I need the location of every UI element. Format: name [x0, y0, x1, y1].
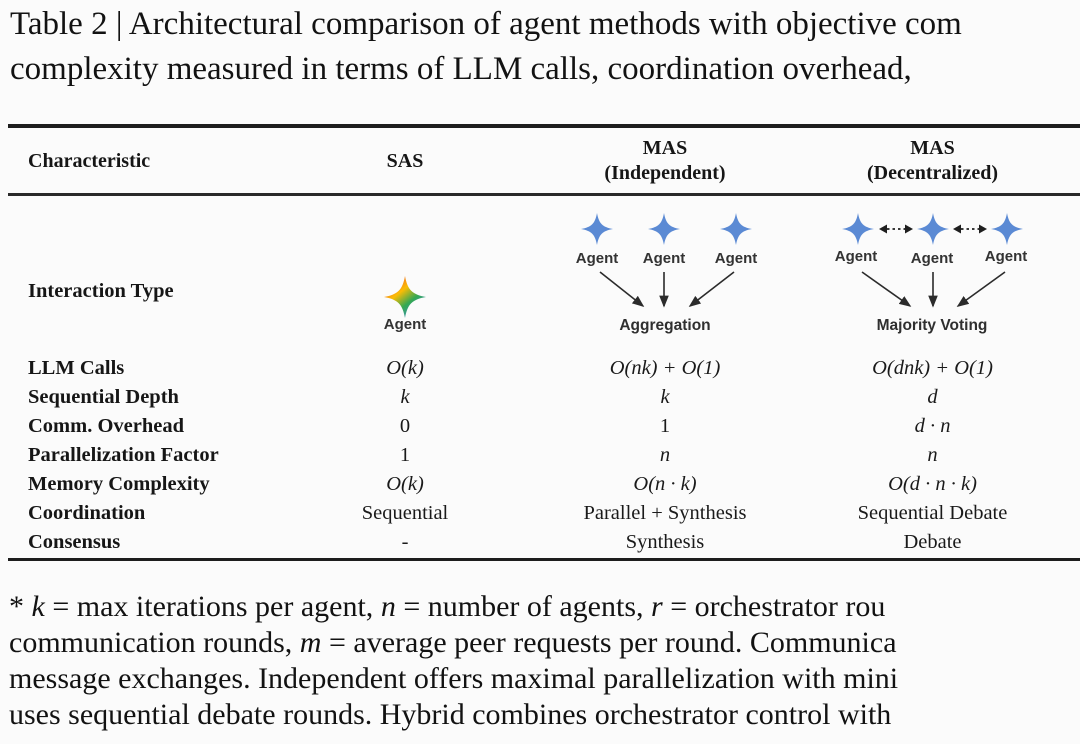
agent-sparkle-icon: [581, 213, 613, 245]
table-body: LLM Calls O(k) O(nk) + O(1) O(dnk) + O(1…: [0, 354, 1080, 557]
table-row: Memory Complexity O(k) O(n · k) O(d · n …: [0, 470, 1080, 499]
decentralized-agent-label: Agent: [834, 248, 878, 265]
row-label: Coordination: [28, 502, 146, 524]
footnote-line2: communication rounds, m = average peer r…: [9, 626, 897, 659]
cell-independent: Synthesis: [625, 531, 705, 553]
convergence-arrows-icon: [861, 271, 1006, 308]
cell-decentralized: Debate: [903, 531, 962, 553]
cell-decentralized: Sequential Debate: [857, 502, 1008, 524]
table-bottom-rule: [8, 558, 1080, 561]
cell-sas: Sequential: [361, 502, 449, 524]
table-row: Sequential Depth k k d: [0, 383, 1080, 412]
header-mas-decentralized: MAS (Decentralized): [866, 137, 999, 184]
convergence-arrows-icon: [599, 271, 735, 308]
header-sas: SAS: [386, 149, 424, 172]
table-row: LLM Calls O(k) O(nk) + O(1) O(dnk) + O(1…: [0, 354, 1080, 383]
cell-decentralized: d · n: [914, 415, 951, 437]
row-label: Comm. Overhead: [28, 415, 185, 437]
cell-independent: O(nk) + O(1): [609, 357, 721, 379]
table-header-rule: [8, 193, 1080, 196]
decentralized-agent-label: Agent: [984, 248, 1028, 265]
table-footnote: * k = max iterations per agent, n = numb…: [9, 589, 1080, 733]
table-header-row: Characteristic SAS MAS (Independent) MAS…: [0, 131, 1080, 191]
agent-sparkle-icon: [648, 213, 680, 245]
cell-decentralized: O(dnk) + O(1): [872, 357, 993, 379]
cell-independent: n: [659, 444, 671, 466]
table-caption: Table 2 | Architectural comparison of ag…: [10, 2, 1080, 92]
cell-independent: Parallel + Synthesis: [583, 502, 747, 524]
row-label: Sequential Depth: [28, 386, 179, 408]
decentralized-caption: Majority Voting: [876, 317, 988, 334]
bidirectional-dashed-arrow-icon: [953, 224, 987, 234]
cell-decentralized: O(d · n · k): [888, 473, 977, 495]
cell-sas: O(k): [386, 473, 424, 495]
table-row: Parallelization Factor 1 n n: [0, 441, 1080, 470]
row-label: LLM Calls: [28, 357, 125, 379]
agent-sparkle-icon: [991, 213, 1023, 245]
cell-independent: k: [660, 386, 670, 408]
footnote-line4: uses sequential debate rounds. Hybrid co…: [9, 698, 892, 731]
cell-sas: 1: [399, 444, 411, 466]
cell-independent: 1: [659, 415, 671, 437]
cell-sas: k: [400, 386, 410, 408]
header-characteristic: Characteristic: [28, 149, 151, 172]
independent-caption: Aggregation: [619, 317, 711, 334]
row-label: Memory Complexity: [28, 473, 210, 495]
bidirectional-dashed-arrow-icon: [879, 224, 913, 234]
footnote-line1: * k = max iterations per agent, n = numb…: [9, 590, 886, 623]
sas-agent-label: Agent: [383, 316, 427, 333]
decentralized-agent-label: Agent: [910, 250, 954, 267]
gemini-sparkle-icon: [384, 276, 426, 318]
agent-sparkle-icon: [917, 213, 949, 245]
table-top-rule: [8, 124, 1080, 128]
independent-agent-label: Agent: [642, 250, 686, 267]
row-label-interaction-type: Interaction Type: [28, 280, 174, 302]
footnote-line3: message exchanges. Independent offers ma…: [9, 662, 899, 695]
row-label: Parallelization Factor: [28, 444, 219, 466]
agent-sparkle-icon: [842, 213, 874, 245]
cell-decentralized: d: [927, 386, 938, 408]
table-row: Consensus - Synthesis Debate: [0, 528, 1080, 557]
cell-sas: 0: [399, 415, 411, 437]
table-row: Comm. Overhead 0 1 d · n: [0, 412, 1080, 441]
cell-sas: -: [401, 531, 409, 553]
table-caption-line2: complexity measured in terms of LLM call…: [10, 51, 912, 87]
cell-independent: O(n · k): [633, 473, 697, 495]
independent-agent-label: Agent: [714, 250, 758, 267]
table-row: Coordination Sequential Parallel + Synth…: [0, 499, 1080, 528]
agent-sparkle-icon: [720, 213, 752, 245]
cell-sas: O(k): [386, 357, 424, 379]
cell-decentralized: n: [927, 444, 938, 466]
row-label: Consensus: [28, 531, 121, 553]
table-caption-line1: Table 2 | Architectural comparison of ag…: [10, 6, 962, 42]
header-mas-independent: MAS (Independent): [604, 137, 726, 184]
independent-agent-label: Agent: [575, 250, 619, 267]
